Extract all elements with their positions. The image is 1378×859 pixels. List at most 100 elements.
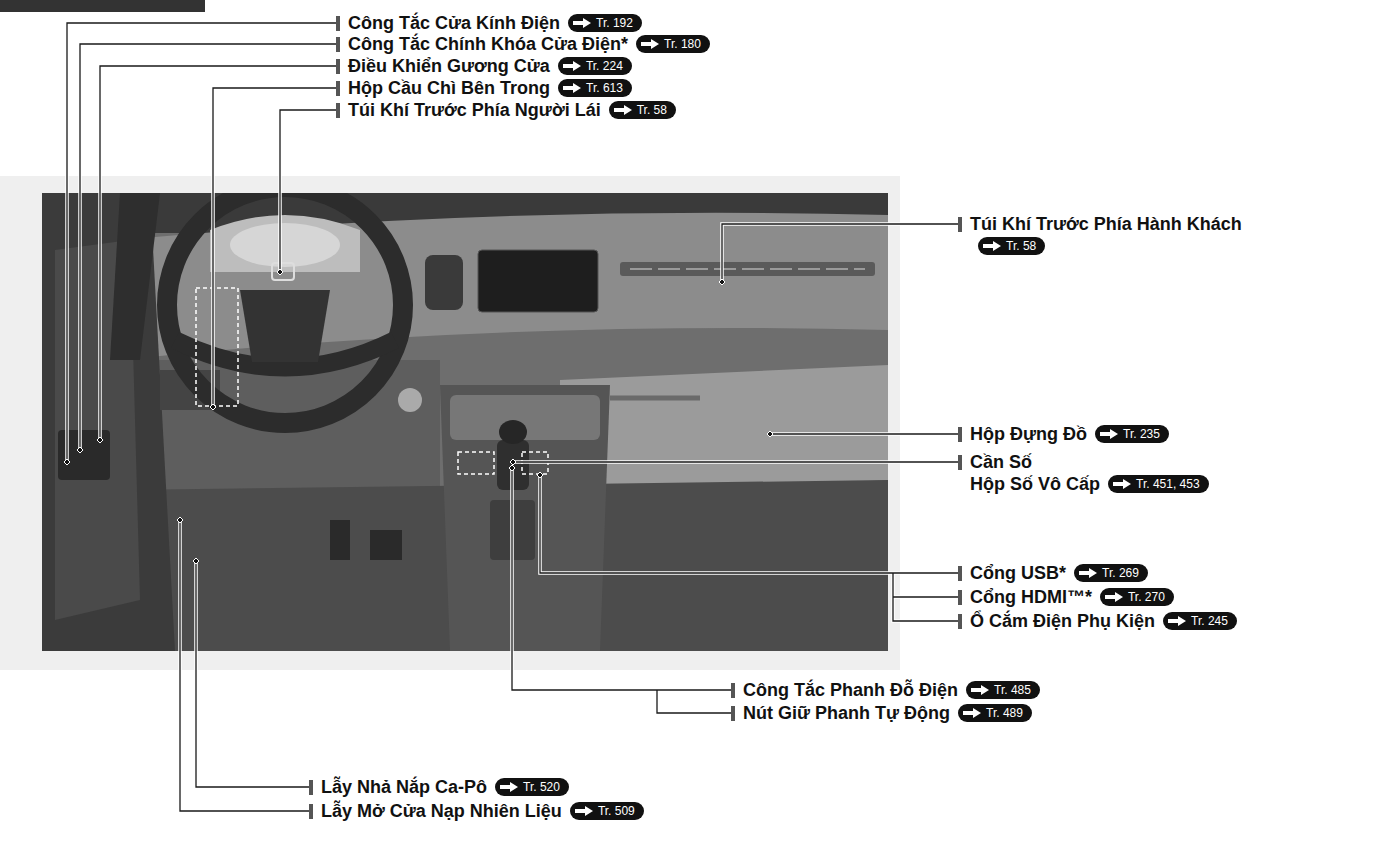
arrow-shape <box>563 83 581 93</box>
leader-dot <box>193 558 199 564</box>
label-marker <box>336 59 340 74</box>
part-label: Công Tắc Cửa Kính Điện <box>348 13 560 33</box>
callout-row: Lẫy Nhả Nắp Ca-PôTr. 520 <box>309 776 569 798</box>
steering-hub <box>240 290 330 362</box>
page-reference: Tr. 485 <box>966 681 1040 699</box>
callout-item: Hộp Cầu Chì Bên Trong <box>348 77 550 99</box>
page-number: Tr. 235 <box>1123 425 1160 443</box>
callout-item: Hộp Số Vô Cấp <box>970 473 1100 495</box>
callout-item: Tr. 180 <box>628 35 710 54</box>
gear-knob <box>499 420 527 444</box>
page-number: Tr. 613 <box>586 79 623 97</box>
label-marker <box>958 217 962 232</box>
pedal <box>370 530 402 560</box>
page-number: Tr. 269 <box>1102 564 1139 582</box>
page-reference: Tr. 58 <box>609 101 676 119</box>
air-vent <box>620 262 875 276</box>
arrow-icon <box>562 82 582 94</box>
part-label: Túi Khí Trước Phía Hành Khách <box>970 214 1242 234</box>
callout-item: Tr. 520 <box>487 778 569 797</box>
callout-item: Tr. 485 <box>958 681 1040 700</box>
vent-slats <box>630 268 865 270</box>
page-reference: Tr. 489 <box>958 704 1032 722</box>
label-marker <box>731 706 735 721</box>
arrow-icon <box>962 707 982 719</box>
section-tab <box>0 0 205 12</box>
callout-row: Công Tắc Phanh Đỗ Điện Tr. 485 <box>731 679 1040 701</box>
arrow-icon <box>1099 428 1119 440</box>
callout: Công Tắc Cửa Kính Điện Tr. 192 <box>336 12 642 34</box>
callout: Điều Khiển Gương CửaTr. 224 <box>336 55 632 77</box>
leader-dot <box>77 447 83 453</box>
callout-item: Ổ Cắm Điện Phụ Kiện <box>970 610 1155 632</box>
arrow-icon <box>1112 478 1132 490</box>
callout: Lẫy Nhả Nắp Ca-PôTr. 520 <box>309 776 569 798</box>
callout-item: Tr. 192 <box>560 14 642 33</box>
callout: Hộp Cầu Chì Bên Trong Tr. 613 <box>336 77 632 99</box>
arrow-shape <box>1168 616 1186 626</box>
label-marker <box>958 427 962 442</box>
page-reference: Tr. 58 <box>978 237 1045 255</box>
arrow-shape <box>983 241 1001 251</box>
arrow-icon <box>1078 567 1098 579</box>
air-vent <box>425 255 463 310</box>
label-marker <box>958 590 962 605</box>
callout-item: Tr. 235 <box>1087 425 1169 444</box>
callout: Túi Khí Trước Phía Hành KháchTr. 58 <box>958 213 1242 257</box>
leader-dot <box>767 431 773 437</box>
arrow-shape <box>500 782 518 792</box>
label-marker <box>958 614 962 629</box>
page-number: Tr. 270 <box>1128 588 1165 606</box>
callout: Công Tắc Phanh Đỗ Điện Tr. 485 <box>731 679 1040 701</box>
steering-wheel <box>167 193 403 423</box>
arrow-shape <box>971 685 989 695</box>
callout: Lẫy Mở Cửa Nạp Nhiên LiệuTr. 509 <box>309 800 644 822</box>
arrow-shape <box>963 708 981 718</box>
callout-item: Tr. 58 <box>601 101 676 120</box>
callout-item: Tr. 224 <box>550 57 632 76</box>
label-marker <box>731 683 735 698</box>
page-reference: Tr. 509 <box>570 802 644 820</box>
callout-row: Công Tắc Chính Khóa Cửa Điện*Tr. 180 <box>336 33 710 55</box>
glove-box-handle <box>610 396 700 401</box>
display-screen <box>478 250 598 312</box>
callout-row: Túi Khí Trước Phía Hành Khách <box>958 213 1242 235</box>
callout-row: Điều Khiển Gương CửaTr. 224 <box>336 55 632 77</box>
arrow-icon <box>574 805 594 817</box>
callout-item: Tr. 451, 453 <box>1100 475 1209 494</box>
leader-dot <box>277 269 283 275</box>
a-pillar <box>110 193 160 360</box>
part-label: Nút Giữ Phanh Tự Động <box>743 703 950 723</box>
pedal <box>330 520 350 560</box>
arrow-icon <box>970 684 990 696</box>
label-marker <box>309 780 313 795</box>
page-reference: Tr. 520 <box>495 778 569 796</box>
callout-row: Hộp Đựng Đồ Tr. 235 <box>958 423 1169 445</box>
arrow-shape <box>1079 568 1097 578</box>
arrow-icon <box>562 60 582 72</box>
part-label: Công Tắc Phanh Đỗ Điện <box>743 680 958 700</box>
page-number: Tr. 509 <box>598 802 635 820</box>
callout-item: Hộp Đựng Đồ <box>970 423 1087 445</box>
page-reference: Tr. 192 <box>568 14 642 32</box>
leader-dot <box>510 459 516 465</box>
callout-item: Túi Khí Trước Phía Người Lái <box>348 99 601 121</box>
page-number: Tr. 489 <box>986 704 1023 722</box>
photo <box>42 193 888 651</box>
page-number: Tr. 192 <box>596 14 633 32</box>
callout-item: Tr. 58 <box>970 237 1045 256</box>
arrow-icon <box>499 781 519 793</box>
page-reference: Tr. 269 <box>1074 564 1148 582</box>
leader-dot <box>719 279 725 285</box>
arrow-shape <box>1100 429 1118 439</box>
callout-item: Túi Khí Trước Phía Hành Khách <box>970 213 1242 235</box>
part-label: Điều Khiển Gương Cửa <box>348 56 550 76</box>
center-console <box>440 385 610 651</box>
page-number: Tr. 451, 453 <box>1136 475 1200 493</box>
label-marker <box>336 16 340 31</box>
callout: Cổng USB*Tr. 269 <box>958 562 1148 584</box>
callout-row: Cổng USB*Tr. 269 <box>958 562 1148 584</box>
part-label: Hộp Đựng Đồ <box>970 424 1087 444</box>
